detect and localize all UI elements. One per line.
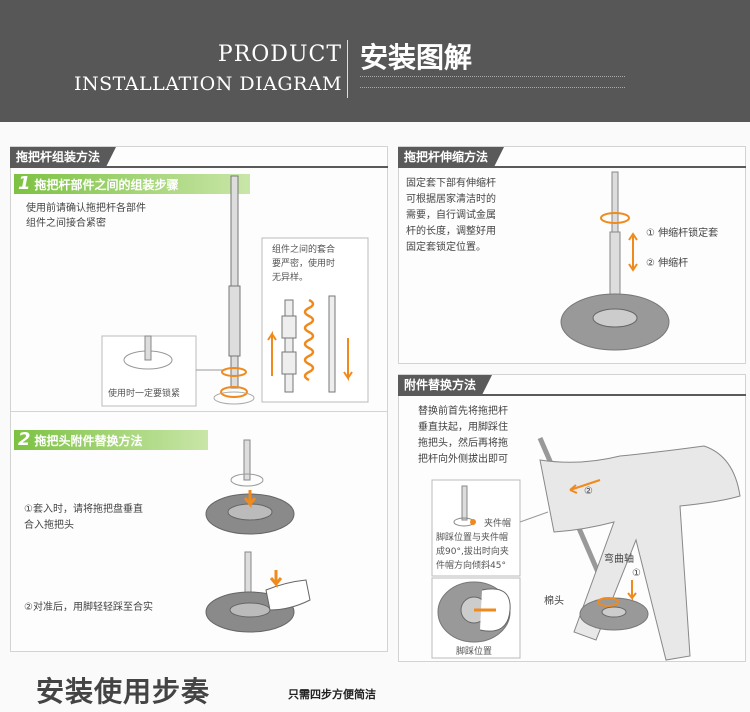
callout-line3: 无异样。: [272, 273, 309, 283]
accessory-desc-3: 拖把头，然后再将拖: [418, 438, 508, 449]
step2-title: 拖把头附件替换方法: [34, 434, 143, 448]
step-marker-2: ②: [584, 486, 593, 497]
telescope-label-pole: ② 伸缩杆: [646, 258, 689, 269]
telescope-desc-2: 可根据居家清洁时的: [406, 194, 496, 205]
step1-desc-line1: 使用前请确认拖把杆各部件: [26, 203, 146, 214]
accessory-desc-4: 把杆向外侧拔出即可: [418, 454, 508, 465]
header-banner: PRODUCT INSTALLATION DIAGRAM 安装图解: [0, 0, 750, 122]
tab-underline: [10, 166, 388, 168]
telescope-desc-5: 固定套锁定位置。: [406, 242, 486, 253]
step1-title: 拖把杆部件之间的组装步骤: [34, 178, 179, 192]
tab-accessory-replace: 附件替换方法: [398, 375, 493, 395]
step2-note1a: ①套入时，请将拖把盘垂直: [24, 504, 143, 515]
curved-shaft-label: 弯曲轴: [604, 554, 634, 565]
step2-note1b: 合入拖把头: [24, 520, 74, 531]
accessory-desc-2: 垂直扶起，用脚踩住: [418, 422, 508, 433]
inset-note-2: 成90°,拔出时向夹: [436, 547, 509, 557]
header-title-cn: 安装图解: [360, 41, 473, 74]
step-marker-1: ①: [632, 568, 641, 579]
callout-line1: 组件之间的套合: [272, 245, 336, 255]
telescope-desc-1: 固定套下部有伸缩杆: [406, 178, 496, 189]
telescope-label-lock: ① 伸缩杆锁定套: [646, 228, 719, 239]
header-subtitle: INSTALLATION DIAGRAM: [74, 73, 342, 95]
tab-pole-assembly: 拖把杆组装方法: [10, 147, 117, 167]
accessory-desc-1: 替换前首先将拖把杆: [418, 406, 508, 417]
header-product-text: PRODUCT: [217, 42, 342, 67]
header-fine-print-decoration: [360, 76, 625, 88]
tab-underline-3: [398, 394, 746, 396]
step1-desc-line2: 组件之间接合紧密: [26, 218, 106, 229]
panel-mophead-replace: [10, 412, 388, 652]
inset-note-3: 件帽方向倾斜45°: [436, 561, 506, 571]
inset-note-1: 脚踩位置与夹件帽: [436, 533, 509, 543]
telescope-desc-4: 杆的长度，调整好用: [406, 226, 496, 237]
mophead-label: 棉头: [544, 596, 564, 607]
foot-position-label: 脚踩位置: [456, 647, 493, 657]
clip-cap-label: 夹件帽: [484, 519, 512, 529]
footer-note: 只需四步方便简洁: [288, 688, 376, 701]
footer-title: 安装使用步奏: [36, 675, 211, 708]
tab-pole-telescope: 拖把杆伸缩方法: [398, 147, 505, 167]
callout-line2: 要严密，使用时: [272, 259, 336, 269]
tab-underline-2: [398, 166, 746, 168]
step1-number: 1: [18, 173, 31, 194]
telescope-desc-3: 需要，自行调试金属: [406, 210, 496, 221]
header-divider: [347, 40, 348, 98]
lock-note: 使用时一定要锁紧: [108, 389, 181, 399]
step2-number: 2: [18, 429, 31, 450]
step2-note2: ②对准后，用脚轻轻踩至合实: [24, 602, 153, 613]
